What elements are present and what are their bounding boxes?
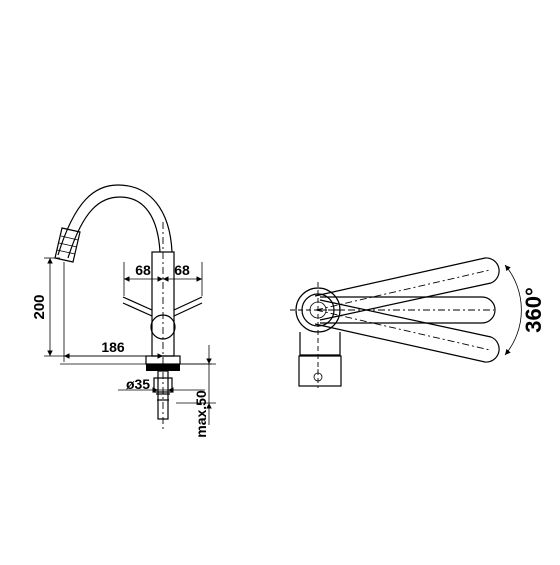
dim-hole-diameter: ø35 — [126, 376, 150, 392]
spout-position-middle — [318, 296, 496, 324]
spout-inner — [67, 196, 161, 259]
spray-head — [54, 227, 81, 263]
spout-outer — [57, 184, 173, 256]
top-lever-block — [298, 355, 342, 387]
dim-rotation: 360° — [521, 287, 546, 333]
faucet-side-view: 68 68 200 186 ø35 max.50 — [31, 184, 216, 438]
dim-right-width: 68 — [174, 262, 190, 278]
fixing-shank — [157, 370, 169, 420]
lever-left — [122, 296, 153, 311]
mounting-plate — [146, 364, 180, 371]
lever-right — [173, 296, 203, 311]
dim-reach: 186 — [101, 339, 125, 355]
dim-max-thickness: max.50 — [193, 390, 209, 438]
faucet-top-view: 360° — [290, 257, 546, 388]
dim-height: 200 — [31, 294, 48, 319]
spout-position-upper — [314, 257, 500, 321]
dim-left-width: 68 — [135, 262, 151, 278]
rotation-arc — [504, 264, 522, 356]
lever-hub — [150, 314, 176, 340]
spout-position-lower — [314, 299, 500, 363]
